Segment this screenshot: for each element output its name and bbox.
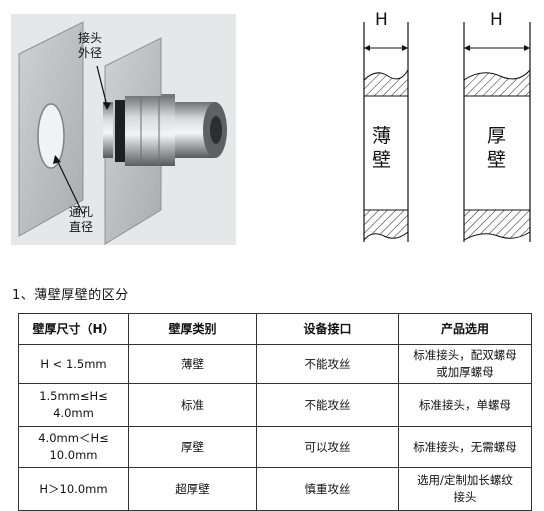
- wall-thickness-table: 壁厚尺寸（H） 壁厚类别 设备接口 产品选用 H < 1.5mm 薄壁 不能攻丝…: [18, 313, 532, 511]
- thin-wall-dim-label: H: [375, 10, 388, 30]
- header-product-selection: 产品选用: [398, 313, 532, 345]
- through-hole: [37, 103, 65, 169]
- table-row: 1.5mm≤H≤ 4.0mm 标准 不能攻丝 标准接头，单螺母: [18, 383, 532, 427]
- thick-wall-dim-label: H: [490, 10, 503, 30]
- size-cell: 1.5mm≤H≤ 4.0mm: [18, 383, 129, 427]
- cell-line: 标准接头，无需螺母: [413, 439, 517, 454]
- cell-line: 接头: [453, 490, 477, 504]
- cell-line: 标准接头，单螺母: [419, 397, 511, 412]
- callout-line: 直径: [69, 220, 94, 234]
- label-char: 壁: [487, 149, 507, 171]
- size-cell: 4.0mm＜H≤ 10.0mm: [18, 426, 129, 468]
- category-cell: 薄壁: [128, 344, 257, 384]
- cell-line: 4.0mm: [53, 406, 94, 420]
- thin-wall-drawing: [363, 22, 409, 242]
- size-cell: H＞10.0mm: [18, 467, 129, 511]
- section-heading: 1、薄壁厚壁的区分: [12, 288, 129, 303]
- label-char: 薄: [372, 125, 392, 147]
- thick-wall-diagram: [458, 10, 538, 248]
- thick-wall-label: 厚 壁: [487, 124, 506, 172]
- hole-arrowhead: [53, 155, 61, 164]
- cell-line: 或加厚螺母: [436, 365, 494, 379]
- selection-cell: 选用/定制加长螺纹 接头: [398, 467, 532, 511]
- sealing-ring: [115, 100, 125, 162]
- cable-gland-illustration: [18, 21, 227, 245]
- interface-cell: 不能攻丝: [256, 383, 399, 427]
- gland-od-callout: 接头 外径: [78, 31, 102, 61]
- category-cell: 厚壁: [128, 426, 257, 468]
- selection-cell: 标准接头，配双螺母 或加厚螺母: [398, 344, 532, 384]
- header-wall-category: 壁厚类别: [128, 313, 257, 345]
- callout-line: 通孔: [69, 205, 94, 219]
- cell-line: 标准接头，配双螺母: [413, 348, 517, 362]
- selection-cell: 标准接头，单螺母: [398, 383, 532, 427]
- table-row: H < 1.5mm 薄壁 不能攻丝 标准接头，配双螺母 或加厚螺母: [18, 344, 532, 384]
- header-wall-size: 壁厚尺寸（H）: [18, 313, 129, 345]
- size-cell: H < 1.5mm: [18, 344, 129, 384]
- thin-wall-diagram: [358, 10, 418, 248]
- callout-line: 外径: [78, 46, 103, 60]
- category-cell: 标准: [128, 383, 257, 427]
- cell-line: 4.0mm＜H≤: [38, 431, 109, 445]
- interface-cell: 不能攻丝: [256, 344, 399, 384]
- table-row: 4.0mm＜H≤ 10.0mm 厚壁 可以攻丝 标准接头，无需螺母: [18, 426, 532, 468]
- thin-wall-label: 薄 壁: [372, 124, 391, 172]
- od-leader-line: [96, 65, 108, 107]
- interface-cell: 慎重攻丝: [256, 467, 399, 511]
- table-row: H＞10.0mm 超厚壁 慎重攻丝 选用/定制加长螺纹 接头: [18, 467, 532, 511]
- table-header-row: 壁厚尺寸（H） 壁厚类别 设备接口 产品选用: [18, 313, 532, 345]
- hole-leader-line: [56, 159, 84, 215]
- callout-line: 接头: [78, 31, 103, 45]
- thick-wall-drawing: [463, 22, 531, 242]
- label-char: 壁: [372, 149, 392, 171]
- interface-cell: 可以攻丝: [256, 426, 399, 468]
- hole-diameter-callout: 通孔 直径: [69, 205, 93, 235]
- od-arrowhead: [103, 102, 111, 110]
- cable-opening: [210, 116, 222, 144]
- cell-line: 1.5mm≤H≤: [39, 389, 108, 403]
- cable-gland-photo: [11, 14, 236, 245]
- category-cell: 超厚壁: [128, 467, 257, 511]
- gland-body-front: [125, 96, 175, 166]
- thread-portion: [103, 102, 113, 158]
- cell-line: H＞10.0mm: [39, 481, 108, 496]
- header-device-interface: 设备接口: [256, 313, 399, 345]
- selection-cell: 标准接头，无需螺母: [398, 426, 532, 468]
- cell-line: H < 1.5mm: [40, 356, 107, 371]
- cell-line: 选用/定制加长螺纹: [417, 473, 513, 487]
- label-char: 厚: [487, 125, 507, 147]
- cell-line: 10.0mm: [49, 448, 98, 462]
